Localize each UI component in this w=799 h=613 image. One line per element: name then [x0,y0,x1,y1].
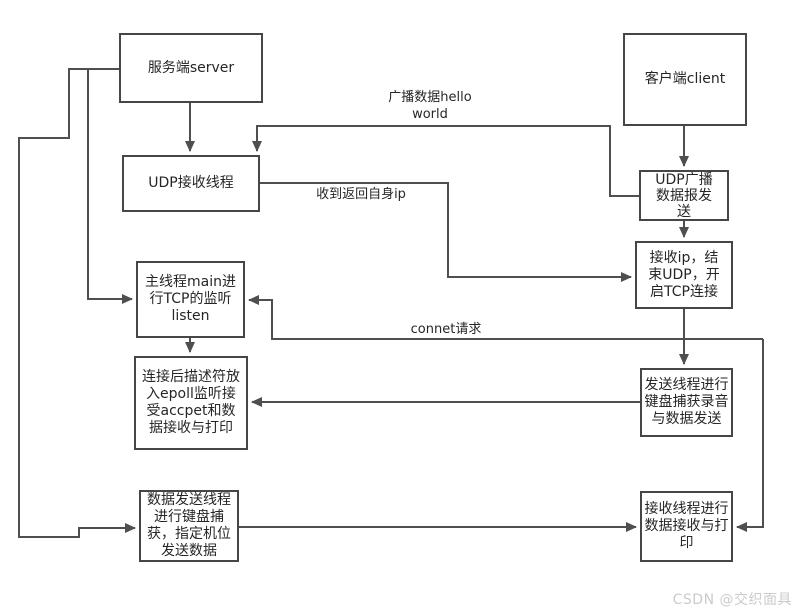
edge-label-reply-ip: 收到返回自身ip [316,187,406,202]
edge-broadcast-hello-world [252,125,639,197]
edge-server-to-data-send-thread [18,68,136,538]
node-send-thread-label: 发送线程进行 键盘捕获录音 与数据发送 [644,377,729,427]
node-server: 服务端server [119,33,263,103]
edge-reply-own-ip [260,182,632,282]
node-recv-ip-label: 接收ip，结 束UDP，开 启TCP连接 [648,249,720,300]
edge-label-connect: connet请求 [410,322,482,337]
node-recv-ip: 接收ip，结 束UDP，开 启TCP连接 [635,241,733,309]
node-client-label: 客户端client [644,71,726,87]
node-recv-thread-label: 接收线程进行 数据接收与打 印 [644,501,729,551]
node-udp-recv-thread: UDP接收线程 [122,155,260,212]
edge-label-broadcast: 广播数据hello world [388,90,472,122]
node-main-listen: 主线程main进 行TCP的监听 listen [136,261,245,338]
node-udp-recv-thread-label: UDP接收线程 [148,175,234,191]
node-epoll: 连接后描述符放 入epoll监听接 受accpet和数 据接收与打印 [134,356,248,450]
csdn-watermark: CSDN @交织面具 [672,592,792,608]
node-data-send-thread: 数据发送线程 进行键盘捕 获，指定机位 发送数据 [139,490,239,562]
node-server-label: 服务端server [147,59,235,76]
node-send-thread: 发送线程进行 键盘捕获录音 与数据发送 [640,368,733,437]
edge-to-recv-thread-right [736,339,764,532]
node-udp-broadcast-label: UDP广播 数据报发 送 [655,171,713,220]
edge-connect-request [248,295,763,340]
node-udp-broadcast: UDP广播 数据报发 送 [639,170,729,221]
node-main-listen-label: 主线程main进 行TCP的监听 listen [145,274,236,324]
node-client: 客户端client [623,33,747,126]
node-data-send-thread-label: 数据发送线程 进行键盘捕 获，指定机位 发送数据 [147,492,231,559]
node-epoll-label: 连接后描述符放 入epoll监听接 受accpet和数 据接收与打印 [142,369,240,436]
node-recv-thread: 接收线程进行 数据接收与打 印 [640,491,733,562]
